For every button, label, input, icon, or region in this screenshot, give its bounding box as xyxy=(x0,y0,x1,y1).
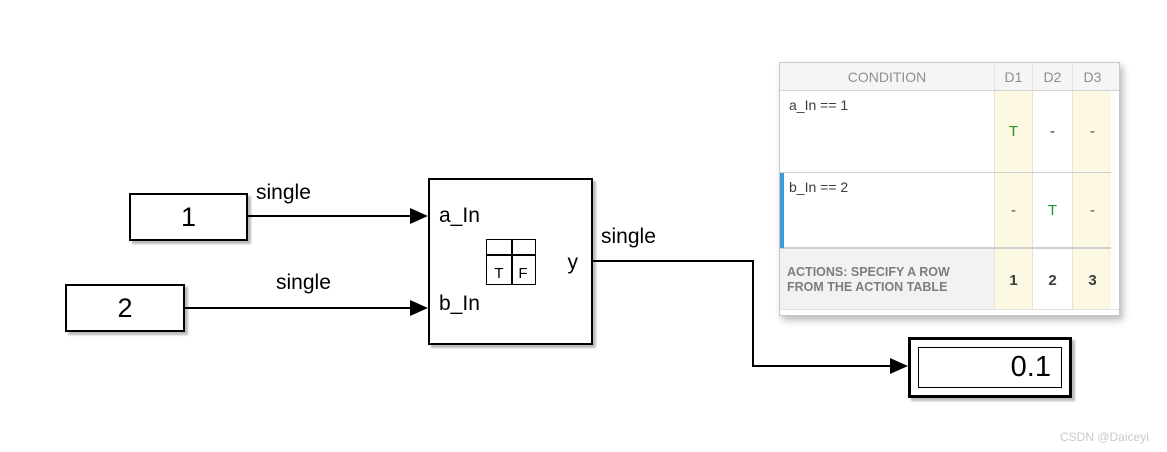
constant-2-value: 2 xyxy=(117,292,133,323)
d3-header-label: D3 xyxy=(1083,68,1102,85)
condition-2-d2-value: T xyxy=(1047,201,1058,219)
constant-block-1[interactable]: 1 xyxy=(129,193,248,241)
input-port-arrow-a xyxy=(410,208,428,224)
actions-d1-cell[interactable]: 1 xyxy=(994,249,1032,311)
actions-d3-cell[interactable]: 3 xyxy=(1072,249,1112,311)
condition-1-d3-value: - xyxy=(1090,123,1095,140)
table-right-gutter xyxy=(1111,91,1119,309)
condition-row-1[interactable]: a_In == 1 T - - xyxy=(780,91,1119,173)
condition-2-expression[interactable]: b_In == 2 xyxy=(789,179,849,195)
condition-table-panel[interactable]: CONDITION D1 D2 D3 a_In == 1 T - xyxy=(779,62,1120,316)
output-wire-segment-1[interactable] xyxy=(593,260,754,262)
actions-label: ACTIONS: SPECIFY A ROW FROM THE ACTION T… xyxy=(787,265,950,294)
output-wire-segment-2[interactable] xyxy=(752,260,754,367)
output-wire-segment-3[interactable] xyxy=(752,365,892,367)
condition-2-d3-value: - xyxy=(1090,201,1095,219)
condition-1-d1-cell[interactable]: T xyxy=(994,91,1032,172)
tf-icon-vertical-divider xyxy=(511,240,513,284)
condition-1-cell[interactable]: a_In == 1 xyxy=(780,91,994,172)
display-block[interactable]: 0.1 xyxy=(908,337,1072,398)
d2-header-cell[interactable]: D2 xyxy=(1032,63,1072,90)
constant-block-2[interactable]: 2 xyxy=(65,284,185,332)
d2-header-label: D2 xyxy=(1043,68,1062,85)
condition-1-expression[interactable]: a_In == 1 xyxy=(789,97,849,113)
display-value-field: 0.1 xyxy=(918,347,1062,388)
tf-icon-false-cell: F xyxy=(518,265,528,282)
table-bottom-gutter xyxy=(780,309,1119,315)
condition-2-d3-cell[interactable]: - xyxy=(1072,173,1112,247)
actions-d3-value: 3 xyxy=(1088,271,1097,289)
output-port-label-y: y xyxy=(567,251,579,274)
condition-2-d2-cell[interactable]: T xyxy=(1032,173,1072,247)
condition-1-d2-value: - xyxy=(1050,123,1055,140)
display-port-arrow xyxy=(890,358,908,374)
signal-a-datatype-label[interactable]: single xyxy=(256,181,311,204)
condition-table-header-row: CONDITION D1 D2 D3 xyxy=(780,63,1119,91)
display-value: 0.1 xyxy=(1010,351,1051,383)
condition-header-label: CONDITION xyxy=(847,68,927,85)
truth-table-icon: T F xyxy=(486,239,536,285)
condition-1-d1-value: T xyxy=(1008,123,1019,140)
row-selection-marker xyxy=(780,173,784,248)
output-signal-datatype-label[interactable]: single xyxy=(601,225,656,248)
actions-d2-cell[interactable]: 2 xyxy=(1032,249,1072,311)
signal-wire-b[interactable] xyxy=(185,307,411,309)
condition-row-2[interactable]: b_In == 2 - T - xyxy=(780,173,1119,248)
actions-d2-value: 2 xyxy=(1048,271,1057,289)
truth-table-block[interactable]: a_In b_In y T F xyxy=(428,178,593,345)
condition-2-cell[interactable]: b_In == 2 xyxy=(780,173,994,247)
signal-wire-a[interactable] xyxy=(247,215,411,217)
input-port-label-a: a_In xyxy=(439,204,480,227)
actions-row[interactable]: ACTIONS: SPECIFY A ROW FROM THE ACTION T… xyxy=(780,248,1119,311)
actions-d1-value: 1 xyxy=(1009,271,1018,289)
condition-1-d3-cell[interactable]: - xyxy=(1072,91,1112,172)
condition-header-cell[interactable]: CONDITION xyxy=(780,63,994,90)
d1-header-cell[interactable]: D1 xyxy=(994,63,1032,90)
condition-1-d2-cell[interactable]: - xyxy=(1032,91,1072,172)
condition-2-d1-cell[interactable]: - xyxy=(994,173,1032,247)
input-port-arrow-b xyxy=(410,300,428,316)
d3-header-cell[interactable]: D3 xyxy=(1072,63,1112,90)
signal-b-datatype-label[interactable]: single xyxy=(276,271,331,294)
input-port-label-b: b_In xyxy=(439,292,480,315)
condition-2-d1-value: - xyxy=(1011,201,1016,219)
watermark-text: CSDN @Daiceyi xyxy=(1060,430,1149,444)
constant-1-value: 1 xyxy=(180,201,197,232)
d1-header-label: D1 xyxy=(1004,68,1023,85)
actions-label-cell[interactable]: ACTIONS: SPECIFY A ROW FROM THE ACTION T… xyxy=(780,249,994,311)
tf-icon-true-cell: T xyxy=(494,265,504,282)
